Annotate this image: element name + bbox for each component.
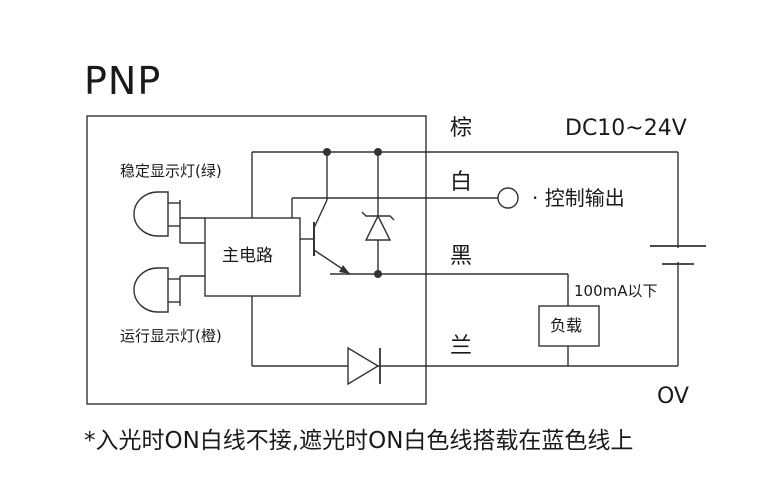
- stable-led-label: 稳定显示灯(绿): [120, 162, 222, 180]
- brown-wire-label: 棕: [450, 116, 473, 141]
- protection-diode: [347, 346, 380, 386]
- junction-dot: [374, 270, 382, 278]
- main-circuit-box: [204, 217, 301, 297]
- junction-dot: [374, 148, 382, 156]
- zener-diode: [364, 214, 392, 241]
- control-output-terminal: [497, 187, 519, 209]
- sensor-housing: [86, 115, 427, 405]
- blue-wire-label: 兰: [450, 334, 473, 359]
- white-wire-label: 白: [450, 170, 473, 195]
- zero-volt-label: OV: [657, 384, 689, 409]
- run-led-label: 运行显示灯(橙): [120, 327, 222, 345]
- load-label: 负载: [550, 316, 583, 335]
- black-wire-label: 黑: [450, 244, 473, 269]
- stable-led-symbol: [133, 191, 205, 244]
- control-output-label: · 控制输出: [532, 186, 625, 210]
- junction-dot: [323, 148, 331, 156]
- footnote: *入光时ON白线不接,遮光时ON白色线搭载在蓝色线上: [84, 428, 634, 454]
- supply-voltage-label: DC10~24V: [565, 116, 687, 141]
- load-box: [538, 305, 600, 347]
- load-current-label: 100mA以下: [574, 282, 658, 300]
- diagram-title: PNP: [84, 59, 162, 103]
- run-led-symbol: [133, 267, 205, 313]
- main-circuit-label: 主电路: [222, 246, 273, 266]
